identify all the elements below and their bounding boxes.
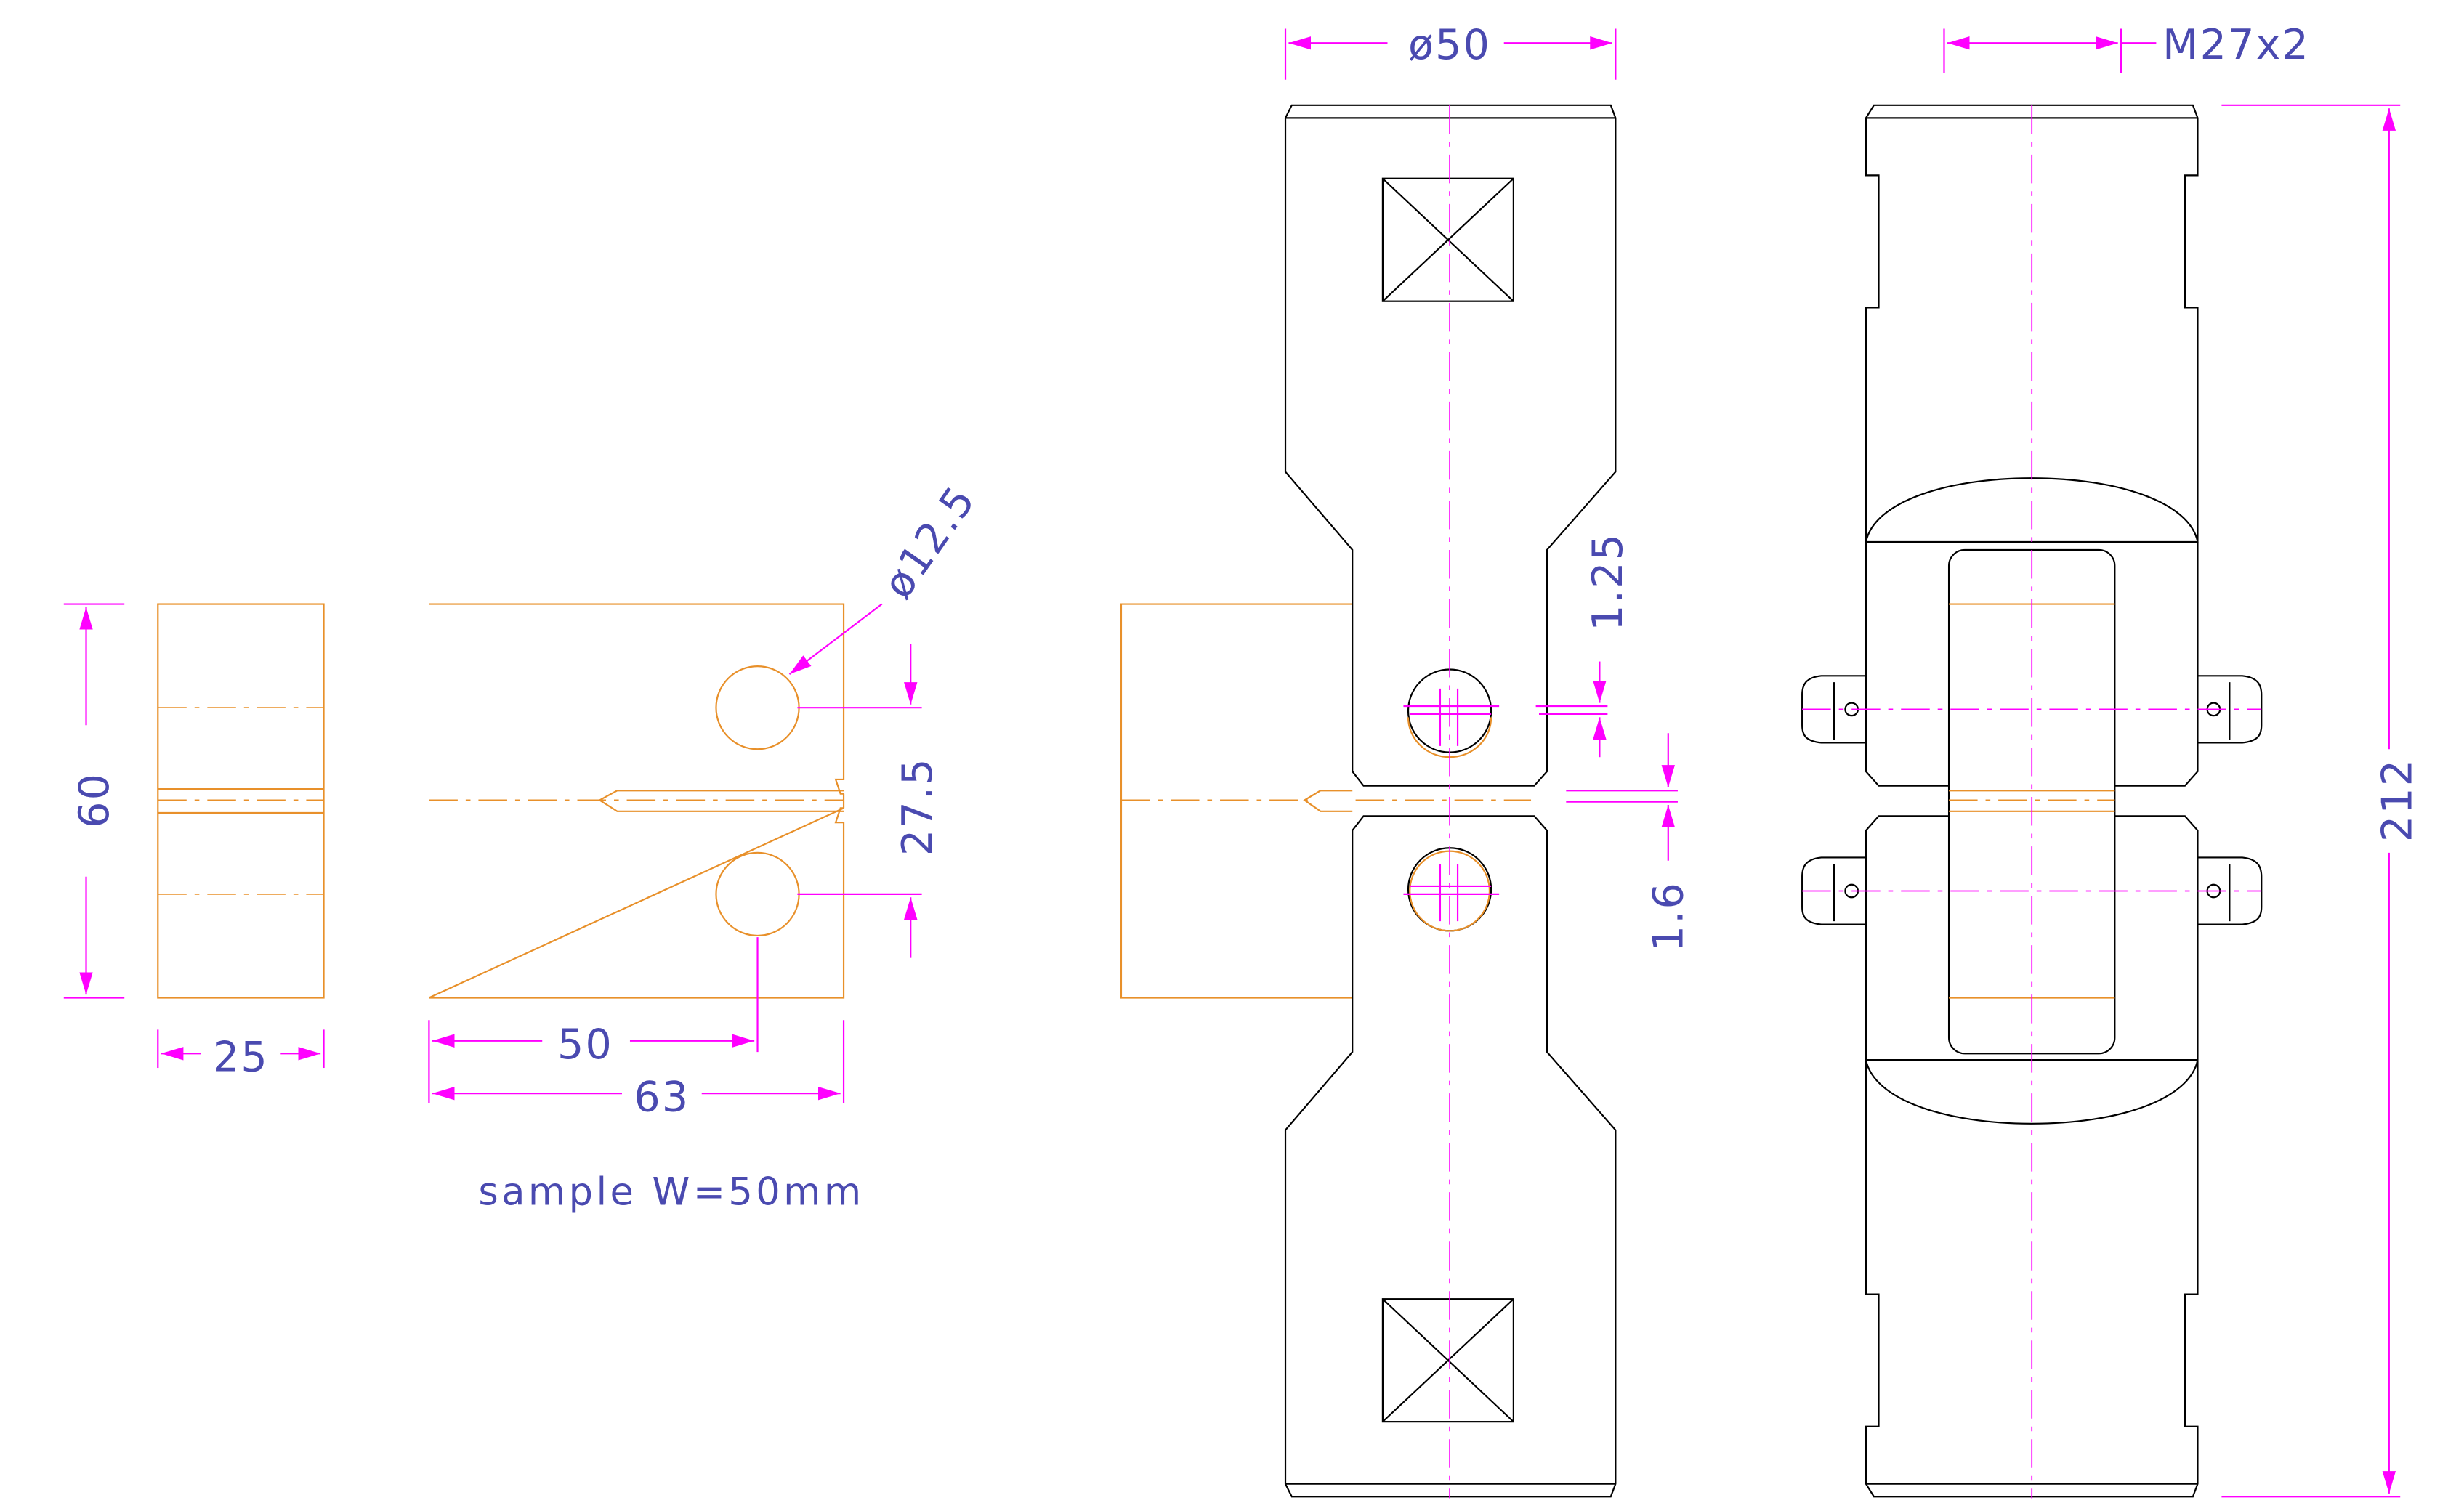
- grip-front-view: ø50 1.25 1.6: [1120, 21, 1693, 1499]
- thread-label: M27x2: [2162, 21, 2310, 69]
- pin-hole-bottom: [715, 851, 800, 937]
- thickness-dim-label: 25: [213, 1033, 269, 1081]
- gap-label: 1.6: [1645, 881, 1693, 952]
- overall-length-label: 212: [2374, 758, 2422, 842]
- sample-note: sample W=50mm: [478, 1170, 864, 1215]
- dimension-total-width: 63: [432, 1020, 845, 1121]
- dimension-pin-clearance: 1.25: [1535, 532, 1632, 758]
- dimension-thickness: 25: [157, 1029, 325, 1081]
- height-dim-label: 60: [70, 772, 118, 828]
- upper-wrench-flat: [1381, 177, 1514, 302]
- grip-side-view: M27x2 212: [1801, 21, 2422, 1499]
- inserted-sample-notch: [1303, 790, 1353, 812]
- total-width-label: 63: [634, 1073, 690, 1121]
- lower-body-outline: [1865, 1060, 2199, 1498]
- grip-diameter-label: ø50: [1408, 21, 1491, 69]
- lower-clevis-outline: [1284, 815, 1617, 1498]
- pin-hole-top: [715, 665, 800, 750]
- sample-side-outline: [157, 603, 325, 999]
- hole-spacing-label: 27.5: [894, 757, 942, 856]
- dimension-load-line: 50: [428, 937, 759, 1103]
- upper-clevis-outline: [1284, 104, 1617, 787]
- dimension-grip-diameter: ø50: [1284, 21, 1617, 80]
- dimension-thread: M27x2: [1943, 21, 2310, 73]
- load-line-label: 50: [557, 1021, 613, 1069]
- dimension-overall-length: 212: [2221, 104, 2422, 1498]
- dimension-height: 60: [63, 603, 125, 999]
- lower-wrench-flat: [1381, 1298, 1514, 1423]
- hole-diameter-label: ø12.5: [874, 477, 985, 607]
- sample-side-view: 60 25: [63, 603, 325, 1081]
- sample-front-view: ø12.5 27.5 50 63 sample W=50mm: [428, 477, 985, 1215]
- dimension-hole-spacing: 27.5: [797, 644, 942, 958]
- notch: [598, 790, 844, 812]
- lower-shoulder: [1865, 1059, 2199, 1125]
- inserted-sample-outline: [1120, 603, 1353, 999]
- dimension-gap: 1.6: [1566, 733, 1693, 952]
- pin-clearance-label: 1.25: [1584, 532, 1632, 631]
- dimension-hole-diameter: ø12.5: [788, 477, 985, 675]
- sample-front-outline: [428, 603, 845, 999]
